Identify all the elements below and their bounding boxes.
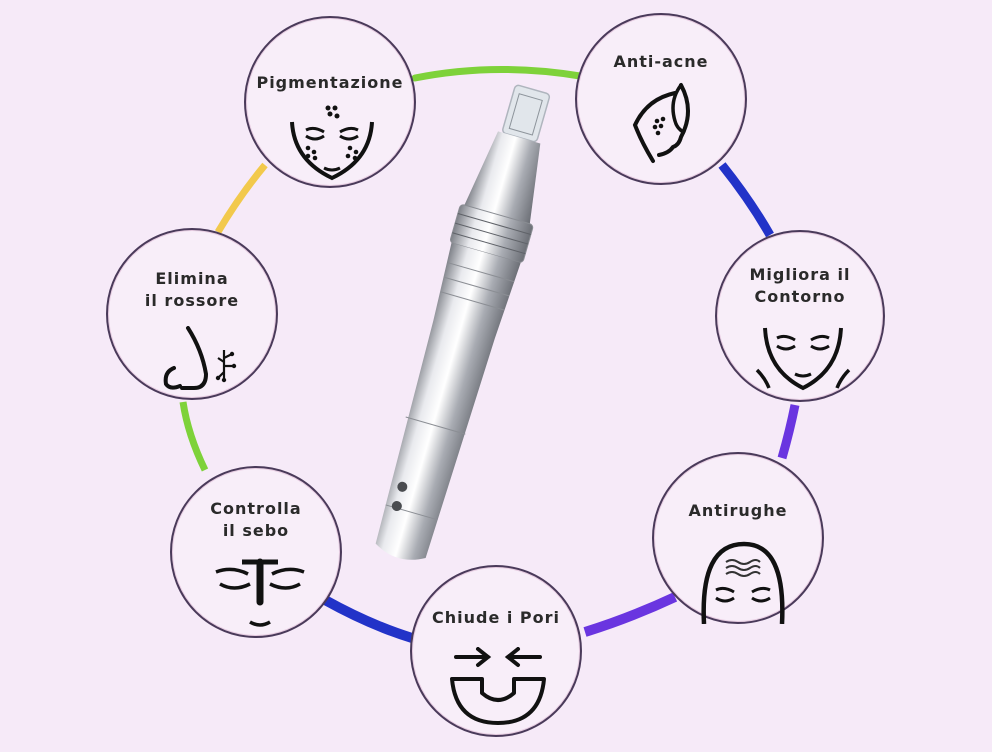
face-contour-icon [755,327,851,391]
microneedling-pen-image [375,84,551,560]
benefit-label: Controlla il sebo [210,499,302,540]
pores-close-icon [450,647,546,725]
benefit-pori: Chiude i Pori [410,565,582,737]
sebum-face-icon [215,558,305,627]
segment-blue-right-top [718,162,774,238]
benefit-anti-acne: Anti-acne [575,13,747,185]
benefit-label: Chiude i Pori [431,608,561,627]
benefit-label: Anti-acne [613,52,709,71]
benefit-label: Antirughe [688,501,788,520]
benefit-sebo: Controlla il sebo [170,466,342,638]
segment-green-top [411,65,584,82]
face-spots-icon [290,105,374,181]
segment-green-left [179,401,209,472]
benefit-label: Pigmentazione [256,73,404,92]
benefit-rossore: Elimina il rossore [106,228,278,400]
benefit-antirughe: Antirughe [652,452,824,624]
benefit-label: Elimina il rossore [144,269,240,310]
benefit-pigmentazione: Pigmentazione [244,16,416,188]
nose-redness-icon [163,326,237,390]
segment-yellow-left-top [214,162,268,234]
profile-acne-icon [632,83,690,163]
benefit-contorno: Migliora il Contorno [715,230,885,402]
segment-purple-bottom-right [583,592,678,637]
benefit-label: Migliora il Contorno [749,265,851,306]
segment-blue-bottom-left [322,595,414,643]
forehead-wrinkles-icon [701,541,785,624]
segment-purple-right [777,404,800,460]
